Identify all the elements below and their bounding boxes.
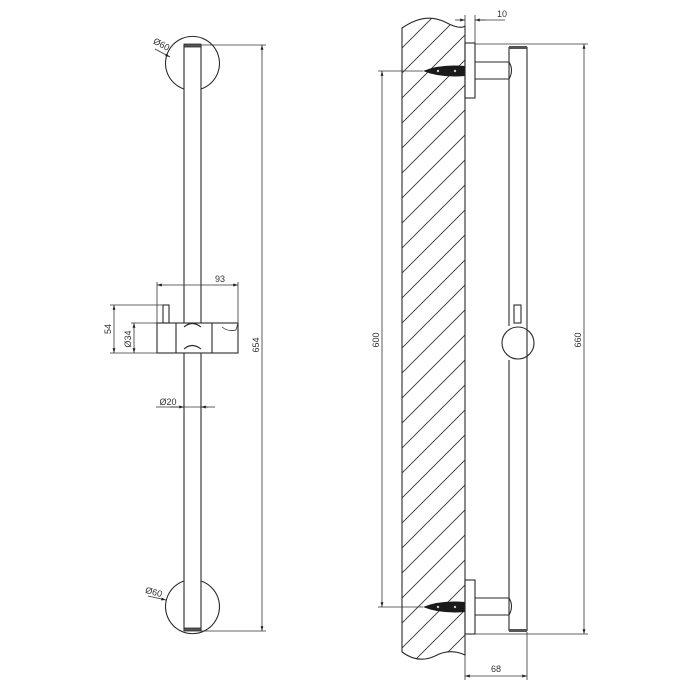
wall-anchor-bottom [423,601,465,613]
support-arm-bottom [475,597,513,616]
dim-total-height-side: 660 [573,332,583,347]
dim-holder-width: 93 [215,274,225,284]
wall-anchor-top [423,65,465,77]
bottom-wall-rose [164,580,221,635]
front-view: 654 93 54 Ø34 Ø20 Ø60 Ø60 [103,35,266,635]
handshower-holder-side [501,304,535,360]
dim-fixing-distance: 600 [371,332,381,347]
dim-holder-height: 54 [103,324,113,334]
handshower-holder [156,304,239,354]
rail-side [508,46,528,632]
top-wall-rose [164,35,221,90]
dim-rail-diameter: Ø20 [159,397,176,407]
wall-plate-top [464,42,476,99]
wall-plate-bottom [464,579,476,635]
dim-holder-diameter: Ø34 [123,330,133,347]
dim-bottom-rose-diameter: Ø60 [144,585,163,599]
wall-section [401,17,466,660]
rail [183,43,202,632]
support-arm-top [475,61,513,80]
dim-projection-depth: 68 [491,664,501,674]
side-dimensions: 10 600 660 68 [371,9,588,680]
dim-plate-thickness: 10 [497,9,507,19]
dim-total-height: 654 [251,337,261,352]
side-view: 10 600 660 68 [371,9,588,680]
